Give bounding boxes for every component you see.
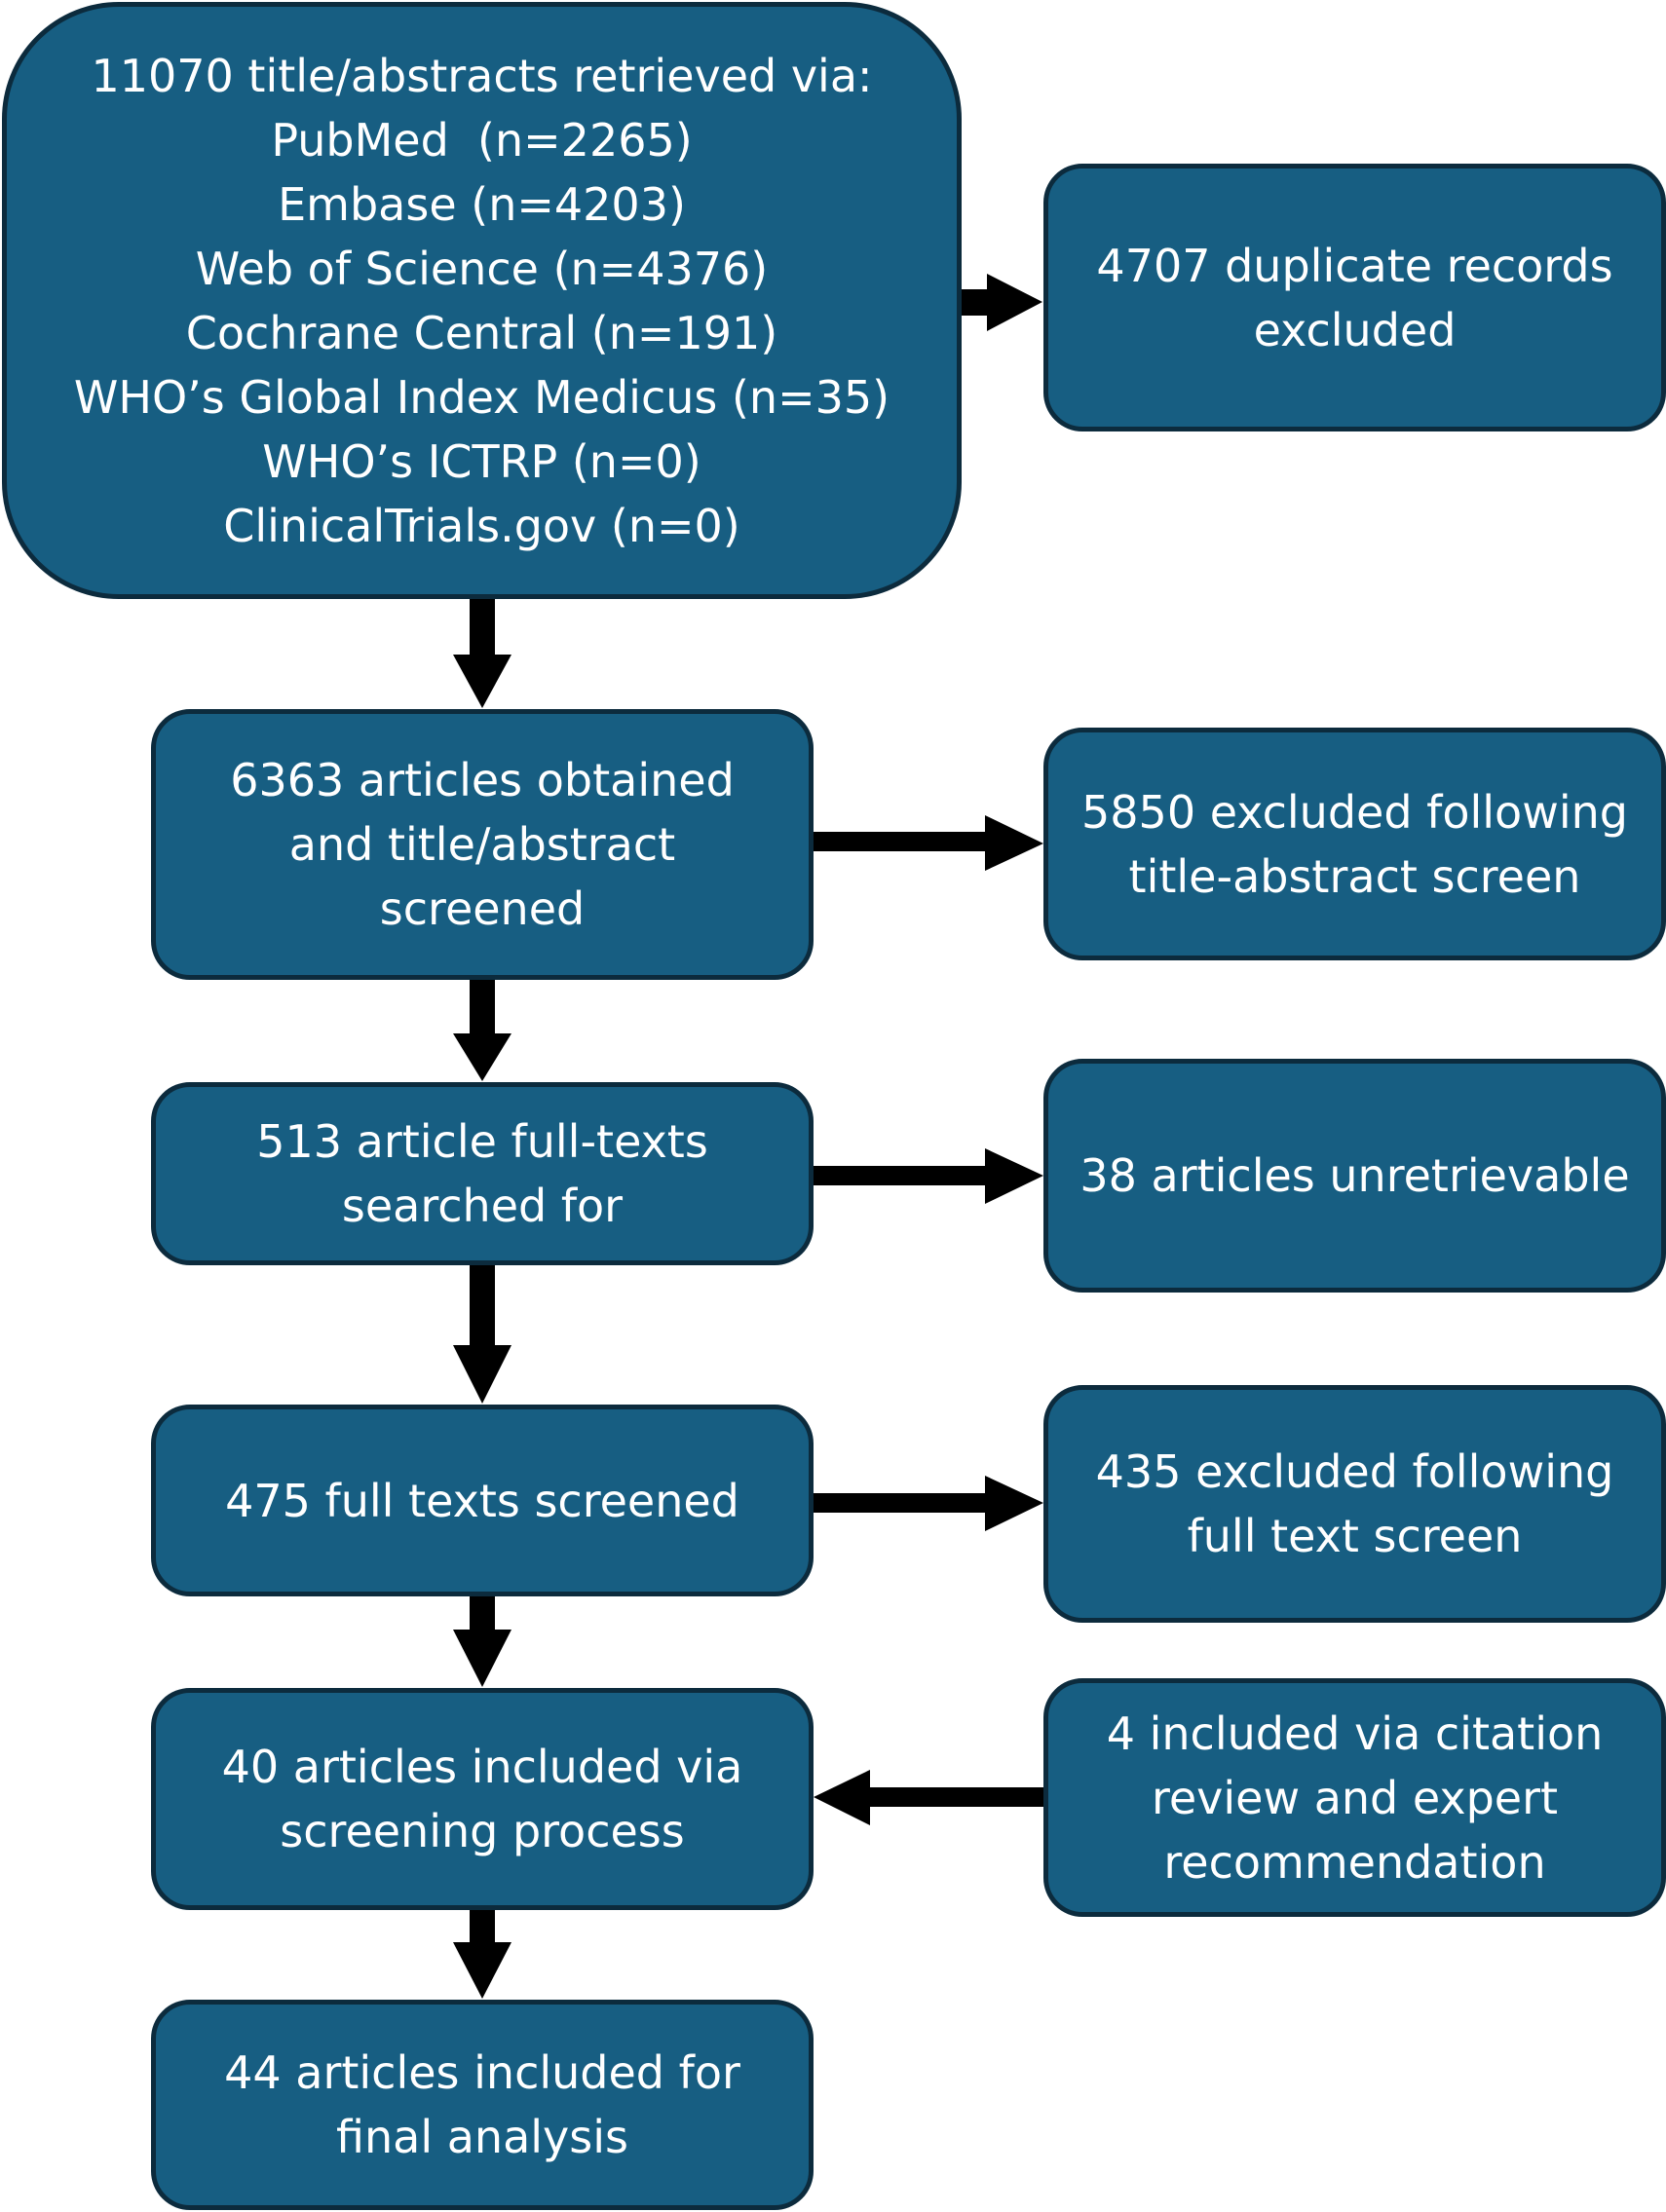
step-line: and title/abstract: [288, 818, 676, 871]
step-line: 513 article full-texts: [256, 1115, 708, 1168]
side-line: full text screen: [1187, 1510, 1523, 1562]
step-final-analysis: 44 articles included for final analysis: [151, 2000, 814, 2210]
side-citation-review: 4 included via citation review and exper…: [1043, 1678, 1666, 1917]
step-line: 6363 articles obtained: [230, 754, 735, 806]
side-excluded-full-text: 435 excluded following full text screen: [1043, 1385, 1666, 1623]
source-who-ictrp: WHO’s ICTRP (n=0): [262, 434, 701, 488]
side-line: excluded: [1253, 303, 1457, 356]
arrow-step1-to-excluded-title-abstract: [812, 815, 1043, 871]
arrow-step1-to-step2: [453, 980, 511, 1081]
side-line: 435 excluded following: [1095, 1445, 1614, 1498]
step-included-via-screening: 40 articles included via screening proce…: [151, 1688, 814, 1910]
source-pubmed: PubMed (n=2265): [271, 113, 693, 167]
source-embase: Embase (n=4203): [278, 177, 686, 231]
arrow-step2-to-unretrievable: [812, 1148, 1043, 1204]
arrow-sources-to-duplicates: [960, 274, 1042, 331]
side-line: 5850 excluded following: [1081, 785, 1628, 839]
sources-box: 11070 title/abstracts retrieved via: Pub…: [2, 2, 962, 599]
arrow-step2-to-step3: [453, 1264, 511, 1404]
source-web-of-science: Web of Science (n=4376): [195, 242, 769, 295]
side-line: title-abstract screen: [1128, 849, 1581, 903]
step-line: 475 full texts screened: [225, 1474, 739, 1527]
side-line: 4 included via citation: [1106, 1706, 1604, 1760]
sources-header: 11070 title/abstracts retrieved via:: [91, 49, 873, 102]
side-unretrievable: 38 articles unretrievable: [1043, 1059, 1666, 1293]
step-line: 40 articles included via: [221, 1741, 743, 1793]
step-line: 44 articles included for: [224, 2046, 740, 2099]
side-line: review and expert: [1151, 1771, 1559, 1824]
step-articles-obtained: 6363 articles obtained and title/abstrac…: [151, 709, 814, 980]
arrow-step3-to-step4: [453, 1594, 511, 1687]
side-duplicates-excluded: 4707 duplicate records excluded: [1043, 164, 1666, 431]
source-who-global-index-medicus: WHO’s Global Index Medicus (n=35): [73, 370, 890, 424]
side-line: 4707 duplicate records: [1096, 239, 1613, 292]
step-line: searched for: [341, 1180, 624, 1232]
side-line: 38 articles unretrievable: [1079, 1149, 1630, 1202]
arrow-step4-to-step5: [453, 1910, 511, 1999]
step-line: screened: [379, 882, 586, 935]
source-clinicaltrials-gov: ClinicalTrials.gov (n=0): [223, 499, 740, 552]
arrow-citation-to-step4: [814, 1770, 1045, 1825]
side-line: recommendation: [1163, 1835, 1546, 1889]
source-cochrane-central: Cochrane Central (n=191): [185, 306, 778, 359]
side-excluded-title-abstract: 5850 excluded following title-abstract s…: [1043, 728, 1666, 960]
arrow-step3-to-excluded-full-text: [812, 1476, 1043, 1531]
step-full-texts-screened: 475 full texts screened: [151, 1405, 814, 1596]
step-line: final analysis: [336, 2111, 628, 2163]
arrow-sources-to-step1: [453, 599, 511, 708]
step-line: screening process: [280, 1805, 685, 1857]
step-full-texts-searched: 513 article full-texts searched for: [151, 1082, 814, 1265]
